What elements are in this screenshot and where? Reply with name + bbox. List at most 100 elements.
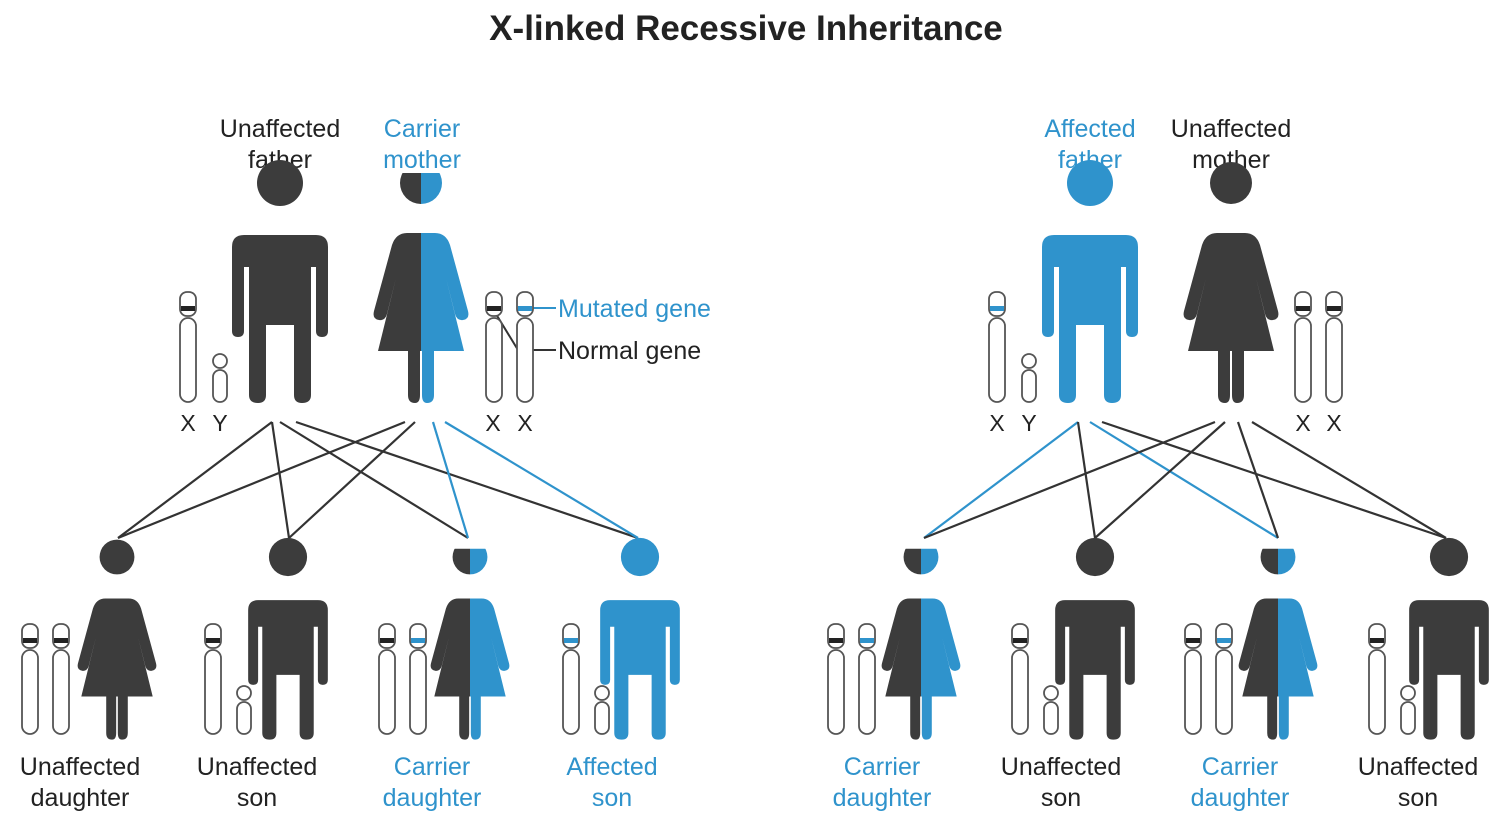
left-child2-x-chromosome-long-arm — [204, 649, 222, 735]
chromosome-letters: X Y X X X Y X X — [180, 410, 1341, 436]
left-child-labels: Unaffected daughter Unaffected son Carri… — [20, 753, 658, 812]
right-child3-label-line1: Carrier — [1202, 753, 1278, 781]
mutated-gene-band — [1217, 638, 1231, 643]
left-father-x-chromosome — [179, 291, 197, 403]
normal-gene-band — [1013, 638, 1027, 643]
normal-gene-band — [487, 306, 501, 311]
left-child2-y-chromosome-long-arm — [236, 701, 252, 735]
left-child2-label-line1: Unaffected — [197, 753, 317, 781]
right-child1-x2-chromosome — [858, 623, 876, 735]
right-child1-x1-chromosome-long-arm — [827, 649, 845, 735]
right-inheritance-lines — [923, 420, 1447, 540]
right-child4-figure — [1409, 537, 1489, 740]
normal-gene-band — [206, 638, 220, 643]
mutated-gene-band — [564, 638, 578, 643]
gene-legend: Mutated gene Normal gene — [495, 295, 711, 365]
normal-gene-band — [54, 638, 68, 643]
right-child3-x2-chromosome-short-arm — [1215, 623, 1233, 649]
left-mother-figure-left-half — [373, 173, 421, 403]
left-child3-x2-chromosome — [409, 623, 427, 735]
left-child3-figure-left-half — [430, 548, 470, 740]
right-child2-x-chromosome-long-arm — [1011, 649, 1029, 735]
left-child2-figure — [248, 537, 328, 740]
left-child2-y-chromosome-short-arm — [236, 685, 252, 701]
line-father-daughter2 — [279, 421, 469, 539]
left-child1-x1-chromosome-short-arm — [21, 623, 39, 649]
left-child2-label-line2: son — [237, 784, 277, 812]
normal-gene-band — [181, 306, 195, 311]
right-child1-figure-left-half — [881, 548, 921, 740]
right-child-labels: Carrier daughter Unaffected son Carrier … — [833, 753, 1479, 812]
left-mother-x2-chromosome-short-arm — [516, 291, 534, 317]
left-child1-x2-chromosome-long-arm — [52, 649, 70, 735]
right-mother-figure — [1183, 162, 1279, 403]
right-mother-x2-chromosome-long-arm — [1325, 317, 1343, 403]
right-child1-label-line2: daughter — [833, 784, 932, 812]
right-child2-figure-shape — [1055, 537, 1135, 740]
line-mother-daughter2 — [1236, 421, 1280, 539]
left-child4-figure-shape — [600, 537, 680, 740]
line-mother-daughter2 — [431, 421, 470, 539]
left-child3-figure-right-half — [470, 548, 510, 740]
left-child1-x1-chromosome — [21, 623, 39, 735]
right-child4-x-chromosome — [1368, 623, 1386, 735]
right-child1-x2-chromosome-long-arm — [858, 649, 876, 735]
left-mother-x2-chromosome — [516, 291, 534, 403]
right-child1-figure-right-half — [921, 548, 961, 740]
left-child3-x2-chromosome-short-arm — [409, 623, 427, 649]
right-mother-x1-chromosome-long-arm — [1294, 317, 1312, 403]
left-child2-figure-shape — [248, 537, 328, 740]
right-child4-figure-shape — [1409, 537, 1489, 740]
right-child2-x-chromosome — [1011, 623, 1029, 735]
left-mother-label-line2: mother — [383, 146, 461, 174]
left-child3-x1-chromosome — [378, 623, 396, 735]
right-father-x-chromosome-long-arm — [988, 317, 1006, 403]
right-mother-x2-chromosome — [1325, 291, 1343, 403]
left-child2-x-chromosome-short-arm — [204, 623, 222, 649]
normal-gene-band — [1327, 306, 1341, 311]
right-child4-label-line2: son — [1398, 784, 1438, 812]
left-child3-x1-chromosome-short-arm — [378, 623, 396, 649]
letter-y: Y — [212, 410, 227, 436]
right-child2-y-chromosome-long-arm — [1043, 701, 1059, 735]
left-child1-label-line2: daughter — [31, 784, 130, 812]
right-mother-x2-chromosome-short-arm — [1325, 291, 1343, 317]
right-father-y-chromosome-long-arm — [1021, 369, 1037, 403]
right-child3-figure-right-half — [1278, 548, 1318, 740]
right-child3-x2-chromosome-long-arm — [1215, 649, 1233, 735]
right-child2-figure — [1055, 537, 1135, 740]
right-father-y-chromosome — [1021, 353, 1037, 403]
right-child4-y-chromosome-long-arm — [1400, 701, 1416, 735]
letter-y: Y — [1021, 410, 1036, 436]
right-child4-x-chromosome-long-arm — [1368, 649, 1386, 735]
line-mother-son2 — [444, 421, 639, 539]
right-child1-x1-chromosome — [827, 623, 845, 735]
left-child1-x1-chromosome-long-arm — [21, 649, 39, 735]
mutated-gene-band — [860, 638, 874, 643]
normal-gene-band — [1296, 306, 1310, 311]
left-child2-y-chromosome — [236, 685, 252, 735]
right-child4-y-chromosome — [1400, 685, 1416, 735]
letter-x: X — [989, 410, 1004, 436]
line-father-son2 — [1101, 420, 1447, 540]
left-father-label-line1: Unaffected — [220, 115, 340, 143]
normal-gene-band — [380, 638, 394, 643]
line-mother-son1 — [288, 421, 416, 539]
chromosomes-layer — [21, 291, 1416, 735]
right-child1-x2-chromosome-short-arm — [858, 623, 876, 649]
left-child4-label-line1: Affected — [566, 753, 657, 781]
left-child1-figure — [77, 539, 157, 740]
left-child1-figure-shape — [77, 539, 157, 740]
line-father-son1 — [1076, 421, 1097, 539]
mutated-gene-band — [411, 638, 425, 643]
left-child4-x-chromosome-short-arm — [562, 623, 580, 649]
left-mother-x1-chromosome-short-arm — [485, 291, 503, 317]
right-mother-x1-chromosome-short-arm — [1294, 291, 1312, 317]
left-child3-label-line1: Carrier — [394, 753, 470, 781]
right-parent-labels: Affected father Unaffected mother — [1044, 115, 1291, 174]
left-child4-y-chromosome-long-arm — [594, 701, 610, 735]
normal-gene-band — [829, 638, 843, 643]
letter-x: X — [1295, 410, 1310, 436]
right-child2-x-chromosome-short-arm — [1011, 623, 1029, 649]
